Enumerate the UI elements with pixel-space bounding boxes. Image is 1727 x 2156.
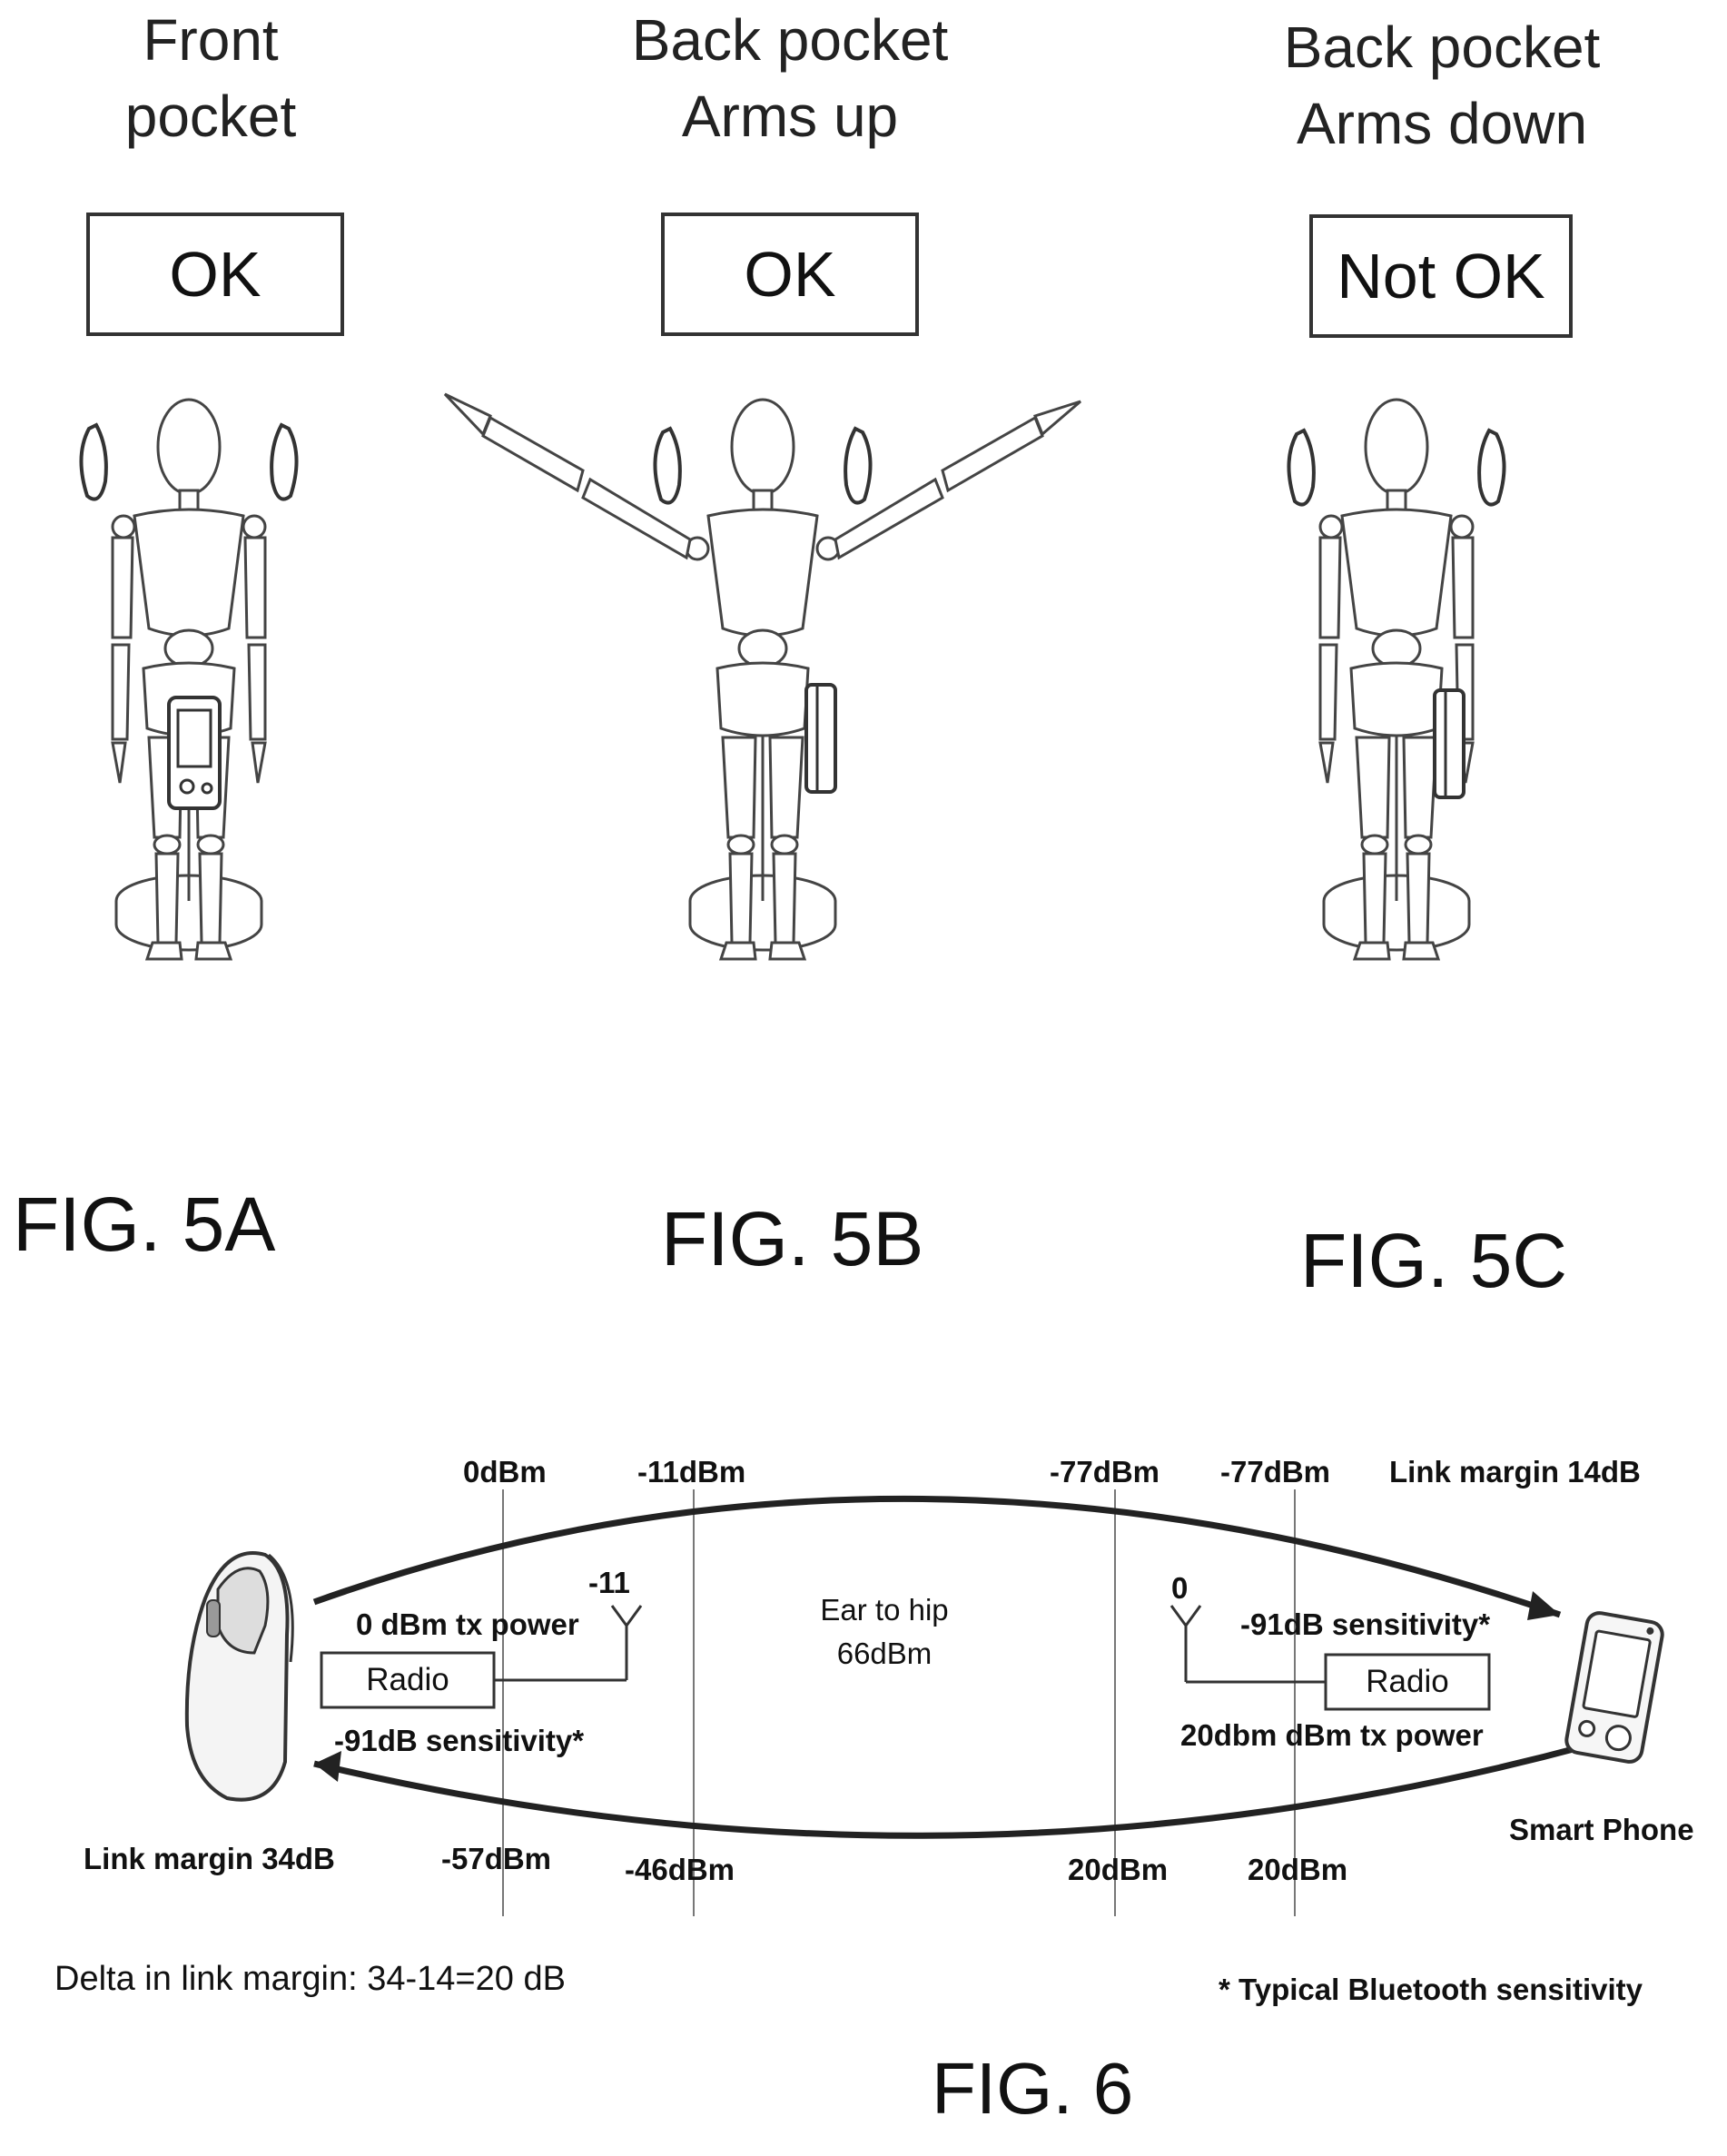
bottom-level-3: 20dBm [1068,1853,1168,1887]
top-link-margin: Link margin 14dB [1389,1455,1641,1489]
right-radio-label: Radio [1326,1664,1489,1700]
ear-to-hip-line2: 66dBm [803,1637,966,1671]
fig5c-mannequin [1288,400,1504,959]
bottom-level-4: 20dBm [1248,1853,1347,1887]
left-radio-label: Radio [321,1662,494,1698]
fig5c-caption: FIG. 5C [1300,1217,1567,1305]
fig5a-mannequin [81,400,296,959]
ear-to-hip-label: Ear to hip 66dBm [803,1593,966,1671]
fig6-caption: FIG. 6 [932,2047,1133,2131]
smart-phone-label: Smart Phone [1509,1813,1694,1847]
top-level-2: -11dBm [637,1455,745,1489]
fig5b-mannequin [445,394,1081,959]
top-level-4: -77dBm [1220,1455,1330,1489]
left-antenna-icon [612,1606,641,1626]
downlink-arc [314,1746,1587,1835]
footnote: * Typical Bluetooth sensitivity [1219,1973,1643,2007]
left-antenna-value: -11 [588,1566,630,1600]
right-antenna-icon [1171,1606,1200,1626]
uplink-arrowhead [1527,1591,1560,1620]
bottom-level-1: -57dBm [441,1842,551,1876]
fig5-illustrations [0,0,1727,1181]
ear-to-hip-line1: Ear to hip [803,1593,966,1627]
bottom-link-margin: Link margin 34dB [84,1842,335,1876]
smart-phone-device [1564,1611,1664,1764]
left-tx-power: 0 dBm tx power [356,1607,579,1642]
fig5a-caption: FIG. 5A [13,1181,275,1269]
delta-link-margin: Delta in link margin: 34-14=20 dB [54,1960,566,1999]
left-sensitivity: -91dB sensitivity* [334,1724,584,1758]
right-antenna-value: 0 [1171,1571,1188,1606]
bottom-level-2: -46dBm [625,1853,735,1887]
right-sensitivity: -91dB sensitivity* [1240,1607,1490,1642]
top-level-3: -77dBm [1050,1455,1160,1489]
hearing-aid-device [187,1553,292,1800]
top-level-1: 0dBm [463,1455,547,1489]
fig5b-caption: FIG. 5B [661,1195,923,1283]
right-tx-power: 20dbm dBm tx power [1180,1718,1484,1753]
